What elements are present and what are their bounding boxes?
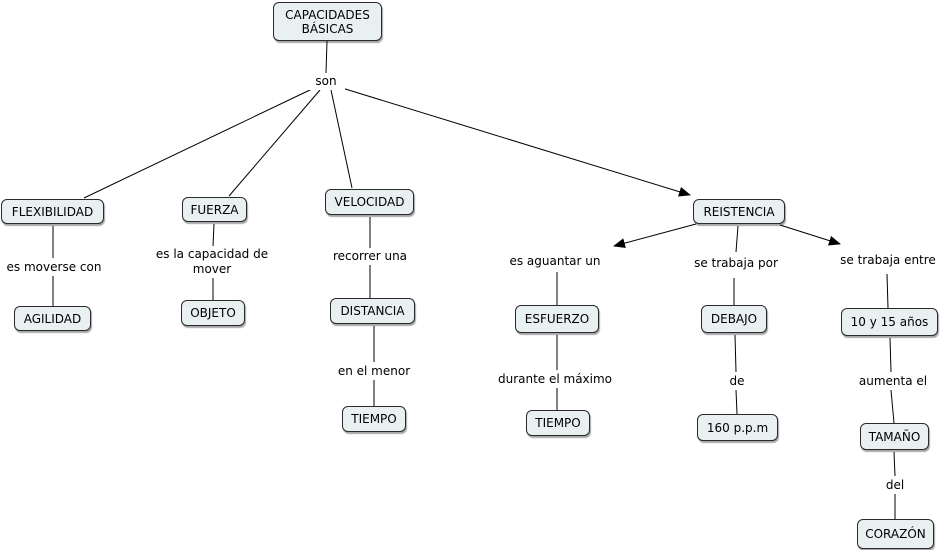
concept-agilidad[interactable]: AGILIDAD bbox=[14, 306, 91, 331]
concept-160-ppm[interactable]: 160 p.p.m bbox=[697, 414, 778, 441]
connector-son-reistencia bbox=[341, 87, 691, 197]
concept-distancia[interactable]: DISTANCIA bbox=[330, 298, 415, 324]
connector-edad-aumenta bbox=[889, 337, 892, 373]
concept-debajo[interactable]: DEBAJO bbox=[701, 305, 767, 333]
connector-reistencia-trabajapor bbox=[735, 225, 739, 253]
concept-tiempo-1[interactable]: TIEMPO bbox=[342, 406, 406, 432]
link-son: son bbox=[307, 73, 345, 90]
link-del: del bbox=[880, 476, 910, 494]
concept-flexibilidad[interactable]: FLEXIBILIDAD bbox=[1, 199, 104, 224]
concept-10-y-15-anos[interactable]: 10 y 15 años bbox=[841, 308, 938, 336]
link-recorrer-una: recorrer una bbox=[328, 248, 412, 265]
link-se-trabaja-entre: se trabaja entre bbox=[835, 251, 941, 269]
connector-trabajaentre-edad bbox=[886, 273, 889, 309]
concept-tiempo-2[interactable]: TIEMPO bbox=[526, 410, 590, 436]
connector-tamano-del bbox=[893, 451, 896, 477]
link-se-trabaja-por: se trabaja por bbox=[688, 254, 784, 272]
connector-capacidades-son bbox=[325, 40, 328, 74]
connector-de-ppm bbox=[735, 389, 738, 415]
connector-reistencia-aguantar bbox=[613, 223, 697, 248]
concept-capacidades-basicas[interactable]: CAPACIDADES BÁSICAS bbox=[273, 2, 382, 41]
connector-fuerza-link bbox=[212, 223, 215, 247]
concept-esfuerzo[interactable]: ESFUERZO bbox=[515, 305, 599, 333]
link-en-el-menor: en el menor bbox=[332, 362, 416, 380]
link-aumenta-el: aumenta el bbox=[853, 372, 933, 390]
connector-son-velocidad bbox=[330, 89, 353, 189]
concept-tamano[interactable]: TAMAÑO bbox=[860, 423, 929, 450]
link-durante-el-maximo: durante el máximo bbox=[494, 370, 616, 388]
connector-son-fuerza bbox=[228, 89, 321, 197]
connector-reistencia-trabajaentre bbox=[779, 224, 841, 246]
concept-velocidad[interactable]: VELOCIDAD bbox=[325, 189, 414, 215]
connector-son-flexibilidad bbox=[83, 88, 313, 199]
link-es-aguantar-un: es aguantar un bbox=[503, 252, 607, 270]
concept-objeto[interactable]: OBJETO bbox=[181, 300, 245, 326]
link-de: de bbox=[724, 372, 750, 390]
concept-corazon[interactable]: CORAZÓN bbox=[857, 519, 934, 549]
connector-debajo-de bbox=[734, 334, 737, 373]
link-es-moverse-con: es moverse con bbox=[2, 258, 106, 276]
connector-aumenta-tamano bbox=[890, 389, 895, 424]
concept-fuerza[interactable]: FUERZA bbox=[182, 197, 247, 222]
concept-reistencia[interactable]: REISTENCIA bbox=[693, 199, 785, 224]
link-es-la-capacidad-de-mover: es la capacidad de mover bbox=[152, 246, 272, 278]
